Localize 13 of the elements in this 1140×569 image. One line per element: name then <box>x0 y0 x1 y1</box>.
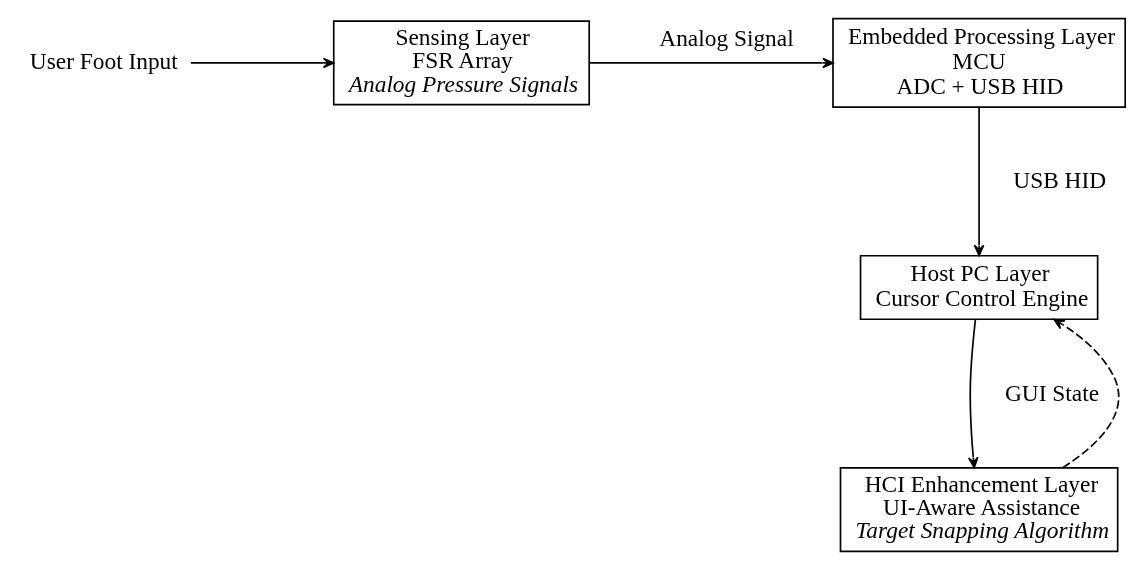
node-box: Embedded Processing Layer MCU ADC + USB HID <box>832 17 1126 108</box>
node-box: Sensing Layer FSR Array Analog Pressure Signals <box>332 19 591 105</box>
arrow <box>1053 318 1120 468</box>
node-text: User Foot Input <box>29 47 178 74</box>
arrow <box>973 105 985 256</box>
edge-label: USB HID <box>1013 166 1107 193</box>
arrow <box>967 318 979 468</box>
arrow <box>588 57 834 68</box>
node-box: Host PC Layer Cursor Control Engine <box>859 254 1099 320</box>
edge-label: Analog Signal <box>659 24 794 51</box>
node-box: HCI Enhancement Layer UI-Aware Assistance Target Snapping Algorithm <box>839 466 1119 552</box>
arrow <box>190 57 335 68</box>
edge-label: GUI State <box>1004 379 1100 406</box>
